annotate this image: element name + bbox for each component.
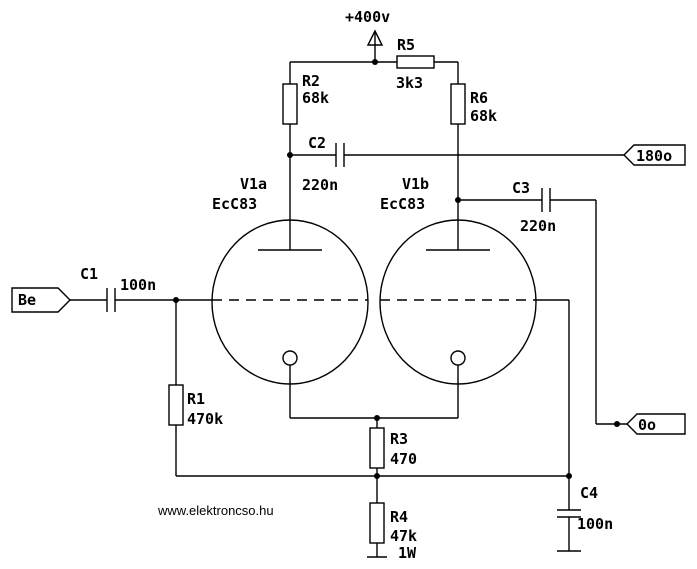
port-0o xyxy=(626,413,686,435)
ground-symbol-r4 xyxy=(367,543,387,558)
c1-value: 100n xyxy=(120,276,156,294)
c2-name: C2 xyxy=(308,134,326,152)
r4-value: 47k xyxy=(390,527,417,545)
top-rail-wire xyxy=(289,61,459,84)
resistor-r5 xyxy=(396,55,435,69)
c1-name: C1 xyxy=(80,265,98,283)
cathode-wires xyxy=(290,415,458,428)
capacitor-c1 xyxy=(70,288,212,312)
resistor-r1 xyxy=(168,384,184,426)
v1b-type: EcC83 xyxy=(380,195,425,213)
r4-name: R4 xyxy=(390,508,408,526)
r1-wire xyxy=(175,300,572,503)
port-0o-label: 0o xyxy=(638,416,656,434)
c4-name: C4 xyxy=(580,484,598,502)
anode-wires xyxy=(289,124,459,250)
r1-value: 470k xyxy=(187,410,223,428)
r2-value: 68k xyxy=(302,89,329,107)
tube-v1a xyxy=(211,219,369,418)
port-be-label: Be xyxy=(18,291,36,309)
capacitor-c4 xyxy=(557,509,581,552)
r2-name: R2 xyxy=(302,72,320,90)
c4-value: 100n xyxy=(577,515,613,533)
r4-rating: 1W xyxy=(398,544,417,562)
port-180o-label: 180o xyxy=(636,147,672,165)
r3-name: R3 xyxy=(390,430,408,448)
resistor-r3 xyxy=(369,427,385,469)
capacitor-c2 xyxy=(287,143,624,167)
capacitor-c3 xyxy=(455,188,627,427)
port-be xyxy=(11,287,71,313)
c2-value: 220n xyxy=(302,176,338,194)
r1-name: R1 xyxy=(187,390,205,408)
resistor-r2 xyxy=(282,83,298,125)
port-180o xyxy=(623,144,686,166)
r5-name: R5 xyxy=(397,36,415,54)
v1a-type: EcC83 xyxy=(212,195,257,213)
supply-terminal xyxy=(366,29,384,65)
v1b-name: V1b xyxy=(402,175,429,193)
r6-value: 68k xyxy=(470,107,497,125)
c3-value: 220n xyxy=(520,217,556,235)
v1b-grid-wire xyxy=(536,299,570,510)
resistor-r6 xyxy=(450,83,466,125)
r6-name: R6 xyxy=(470,89,488,107)
tube-v1b xyxy=(379,219,537,418)
website-text: www.elektroncso.hu xyxy=(157,503,274,518)
resistor-r4 xyxy=(369,502,385,544)
r5-value: 3k3 xyxy=(396,74,423,92)
supply-label: +400v xyxy=(345,8,390,26)
v1a-name: V1a xyxy=(240,175,267,193)
c3-name: C3 xyxy=(512,179,530,197)
r3-value: 470 xyxy=(390,450,417,468)
